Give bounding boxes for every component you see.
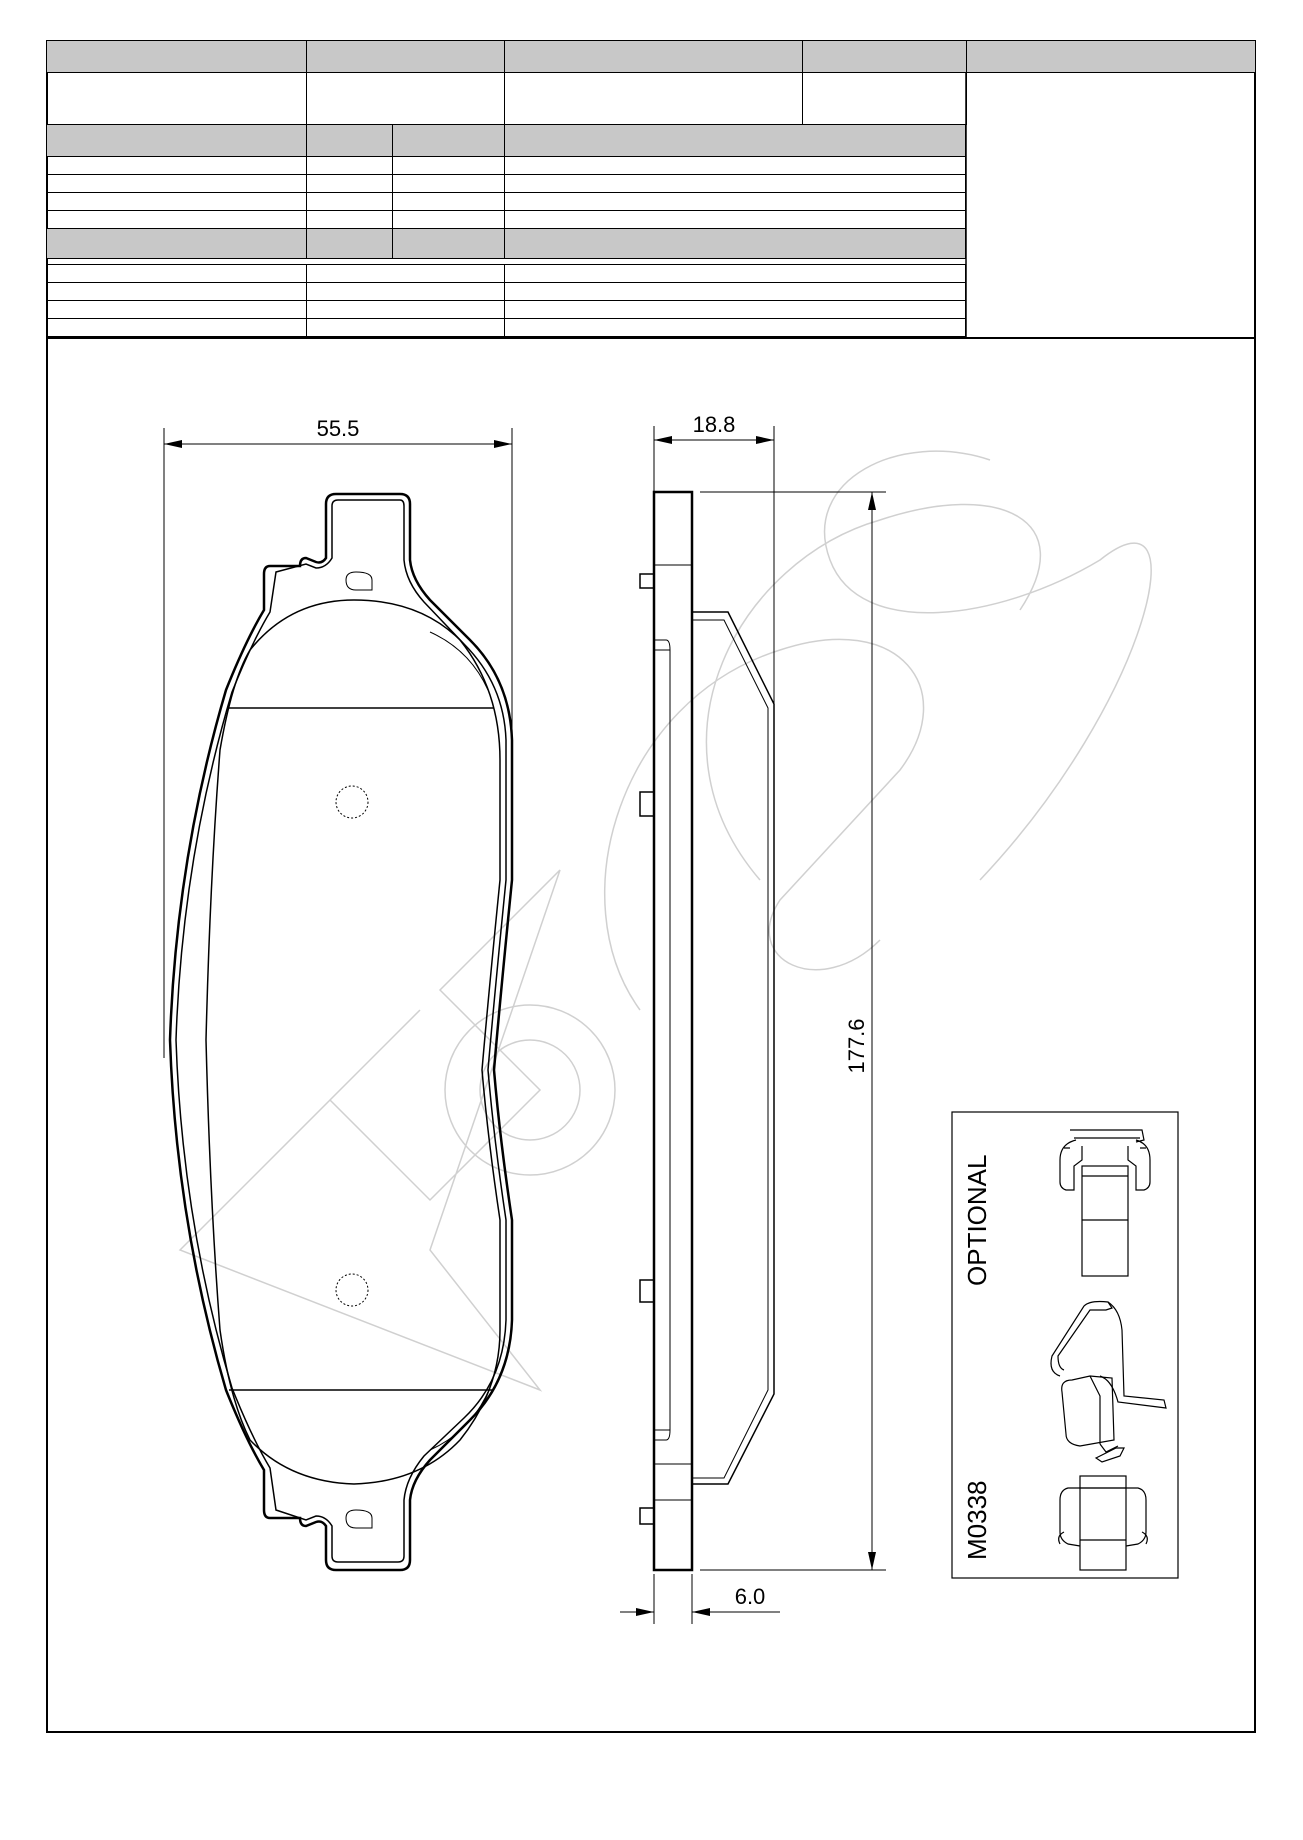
dimension-length-label: 177.6 [844, 1018, 869, 1073]
clip-icon [1059, 1129, 1151, 1277]
clip-icon [1058, 1475, 1148, 1571]
header-cell [504, 228, 966, 259]
header-cell [966, 40, 1256, 73]
header-cell [46, 228, 307, 259]
header-cell [802, 72, 967, 125]
dimension-thickness [653, 426, 775, 704]
optional-box: OPTIONAL M0338 [951, 1111, 1179, 1579]
dimension-backplate-label: 6.0 [735, 1584, 766, 1609]
pad-side-view [639, 490, 775, 1572]
header-cell [802, 40, 967, 73]
header-cell [306, 72, 505, 125]
watermark-logo [178, 450, 1152, 1392]
header-cell [966, 72, 1256, 125]
dimension-width-label: 55.5 [317, 416, 360, 441]
dimension-thickness-label: 18.8 [693, 412, 736, 437]
dimension-width [163, 428, 513, 1058]
optional-label: OPTIONAL [962, 1155, 992, 1286]
pad-front-view [168, 492, 514, 1572]
header-cell [392, 124, 505, 157]
header-cell [306, 228, 393, 259]
header-table-mid [46, 124, 966, 259]
dimension-length [700, 491, 886, 1571]
header-table-bottom [46, 264, 966, 337]
header-table-top [46, 40, 1256, 125]
header-cell [46, 124, 307, 157]
dimension-backplate [620, 1574, 780, 1624]
header-cell [504, 40, 803, 73]
spring-clip-icon [1050, 1300, 1167, 1463]
header-cell [392, 228, 505, 259]
header-cell [504, 124, 966, 157]
part-number-label: M0338 [962, 1481, 992, 1561]
